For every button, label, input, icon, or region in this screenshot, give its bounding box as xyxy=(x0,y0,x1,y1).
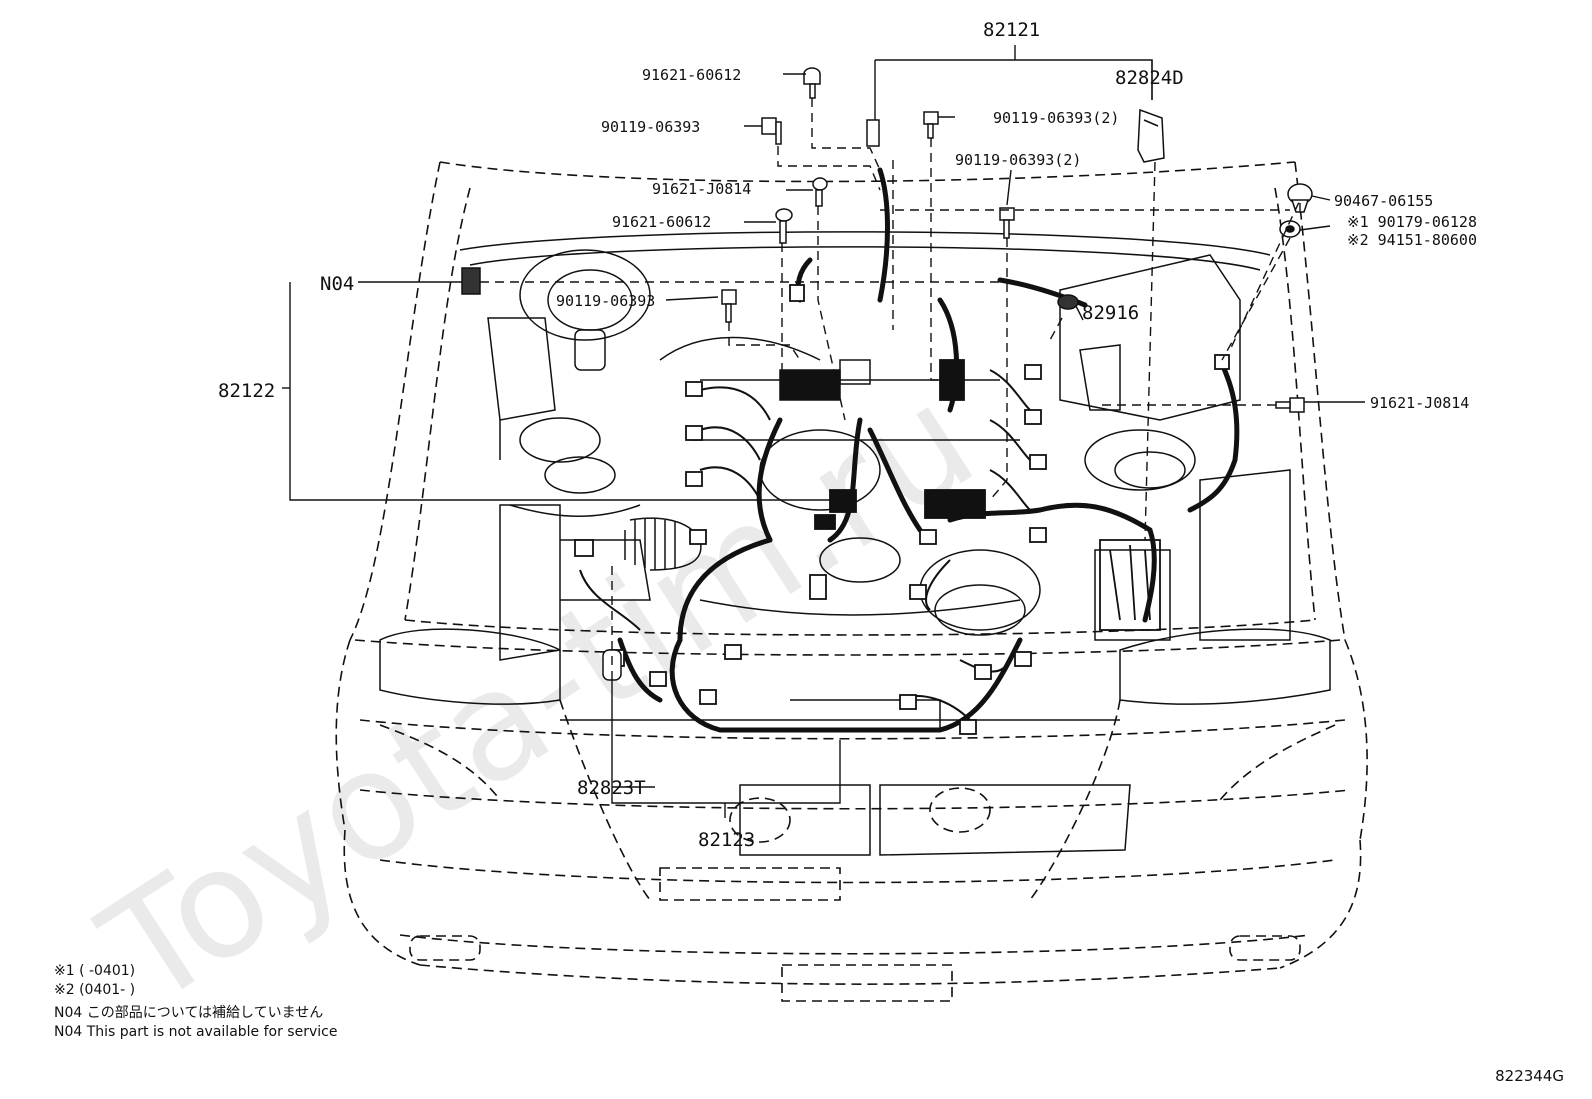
label-82123: 82123 xyxy=(698,829,755,851)
vehicle-outline xyxy=(335,161,1368,1002)
bolt-91621-J0814-a xyxy=(812,177,828,207)
part-N04 xyxy=(461,267,481,295)
label-90119-06393-a: 90119-06393 xyxy=(601,118,700,136)
label-90119-06393-b: 90119-06393 xyxy=(556,292,655,310)
diagram-code: 822344G xyxy=(1495,1067,1564,1085)
bolt-90119-06393-2b xyxy=(999,207,1015,239)
fasteners xyxy=(461,67,1313,681)
footnotes: ※1 ( -0401) ※2 (0401- ) N04 この部品については補給し… xyxy=(54,962,337,1042)
part-82824D xyxy=(1137,108,1165,163)
label-90179-06128: ※1 90179-06128 xyxy=(1347,213,1477,231)
connectors xyxy=(574,284,1230,735)
engine-bay xyxy=(379,231,1331,856)
bolt-91621-60612-top xyxy=(803,67,821,99)
clip-90179-06128 xyxy=(1279,220,1301,238)
label-91621-J0814-b: 91621-J0814 xyxy=(1370,394,1469,412)
bolt-90119-06393-2a xyxy=(923,111,939,139)
footnote-1: ※1 ( -0401) xyxy=(54,963,136,979)
nut-90467-06155 xyxy=(1287,183,1313,213)
label-91621-J0814-a: 91621-J0814 xyxy=(652,180,751,198)
footnote-en: N04 This part is not available for servi… xyxy=(54,1024,338,1040)
label-94151-80600: ※2 94151-80600 xyxy=(1347,231,1477,249)
bolt-91621-60612-b xyxy=(775,208,793,244)
watermark: Toyota-tim.ru xyxy=(74,353,1004,1041)
label-82121: 82121 xyxy=(983,19,1040,41)
part-82916 xyxy=(1057,294,1079,310)
footnote-2: ※2 (0401- ) xyxy=(54,982,136,998)
callout-labels: 82121 82824D 91621-60612 90119-06393 901… xyxy=(218,19,1477,851)
label-91621-60612-top: 91621-60612 xyxy=(642,66,741,84)
part-82121-plug xyxy=(866,119,880,147)
label-90467-06155: 90467-06155 xyxy=(1334,192,1433,210)
bolt-90119-06393-a xyxy=(761,117,782,145)
footnote-jp: N04 この部品については補給していません xyxy=(54,1005,324,1021)
label-N04: N04 xyxy=(320,273,354,295)
bolt-91621-J0814-b xyxy=(1275,397,1305,413)
leader-lines xyxy=(282,45,1365,818)
label-91621-60612-b: 91621-60612 xyxy=(612,213,711,231)
label-82916: 82916 xyxy=(1082,302,1139,324)
label-82823T: 82823T xyxy=(577,777,646,799)
label-82122: 82122 xyxy=(218,380,275,402)
label-90119-06393-2a: 90119-06393(2) xyxy=(993,109,1119,127)
bolt-90119-06393-b xyxy=(721,289,737,323)
label-90119-06393-2b: 90119-06393(2) xyxy=(955,151,1081,169)
label-82824D: 82824D xyxy=(1115,67,1184,89)
reference-lines xyxy=(480,98,1301,680)
wire-harness xyxy=(617,167,1240,733)
